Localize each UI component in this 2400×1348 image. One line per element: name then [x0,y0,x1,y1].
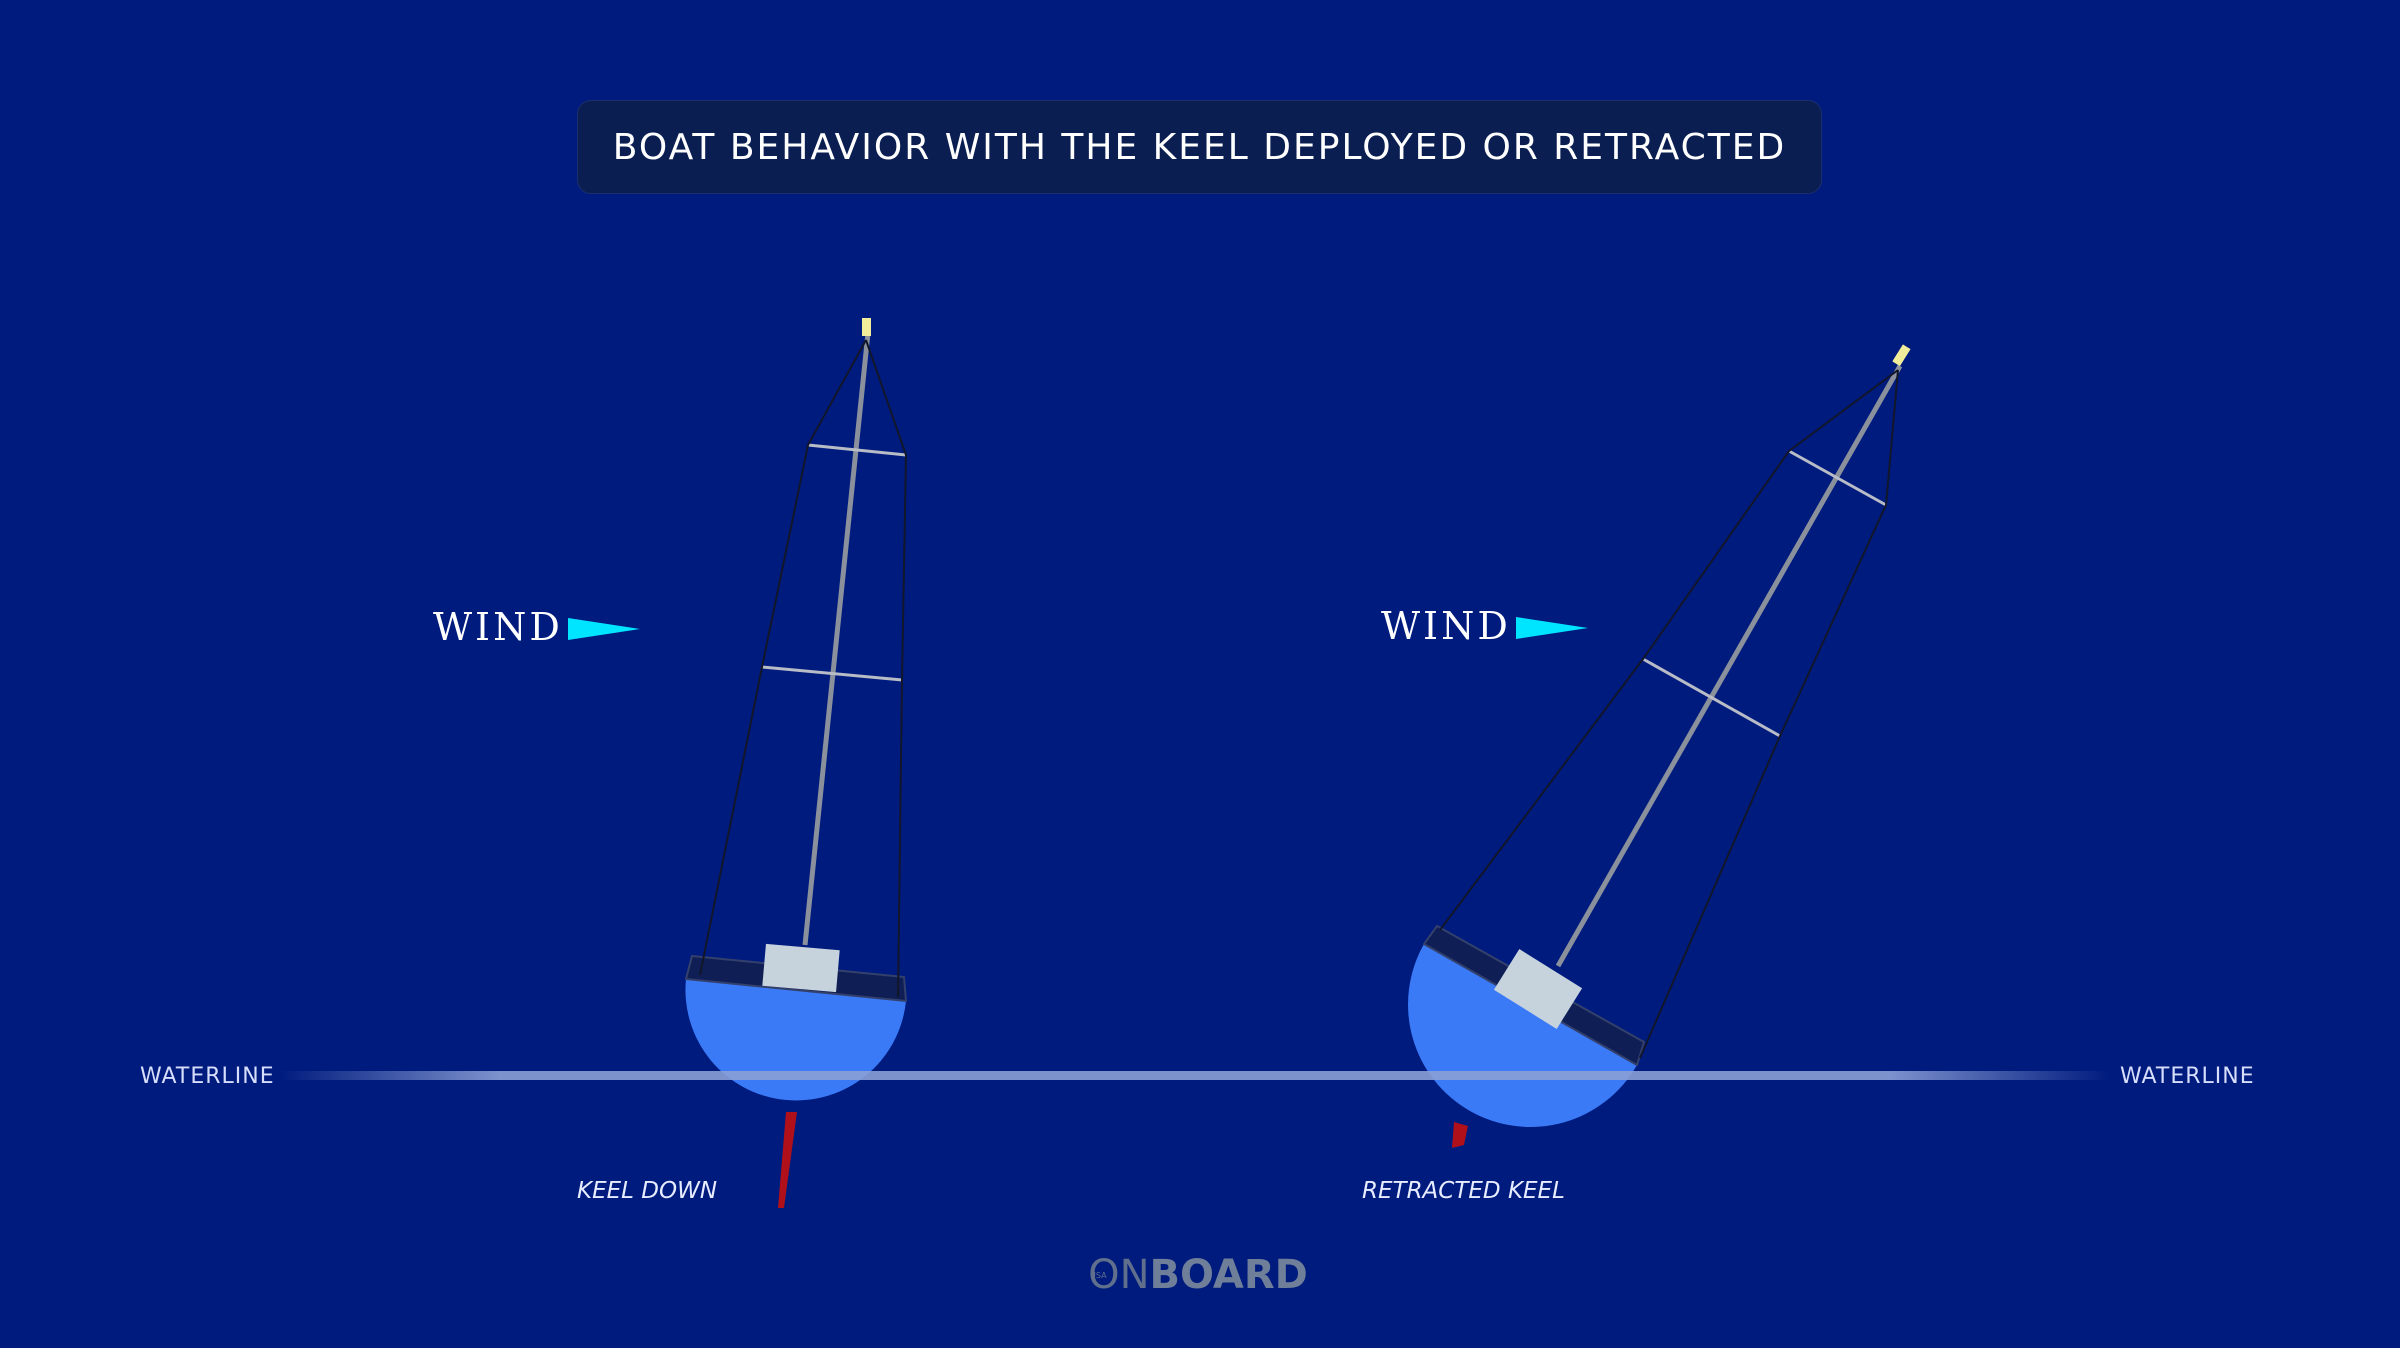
waterline-line [280,1071,2110,1080]
wind-label-left: WIND [433,605,563,649]
boat-keel-down [568,318,908,1208]
logo-on-text: ON [1088,1252,1150,1298]
waterline-label-right: WATERLINE [2120,1064,2255,1089]
boat-retracted-keel [1408,344,1911,1148]
cabin [762,943,840,993]
masthead-light [1892,344,1911,367]
title-banner: BOAT BEHAVIOR WITH THE KEEL DEPLOYED OR … [577,100,1822,194]
upper-spreader [807,443,907,457]
mast [802,332,871,946]
lower-spreader [761,665,903,682]
waterline-label-left: WATERLINE [140,1064,275,1089]
logo-board-text: BOARD [1149,1252,1308,1298]
keel-down-label: KEEL DOWN [577,1178,718,1204]
hull [685,979,906,1101]
wind-arrow [1516,617,1588,639]
hull [1408,944,1637,1127]
lower-spreader [1642,657,1781,738]
keel-deployed [778,1112,797,1208]
cabin [1493,949,1583,1029]
port-shroud [1439,369,1899,931]
masthead-light [862,318,871,336]
mast [1555,364,1903,968]
page-title: BOAT BEHAVIOR WITH THE KEEL DEPLOYED OR … [612,126,1787,168]
retracted-keel-label: RETRACTED KEEL [1362,1178,1565,1204]
wind-arrow [568,618,640,640]
upper-spreader [1788,449,1887,507]
wind-label-right: WIND [1381,604,1511,648]
port-shroud [699,339,867,976]
logo-usa-text: USA [1090,1271,1107,1280]
starboard-shroud [865,339,908,998]
starboard-shroud [1639,369,1899,1059]
keel-retracted [1452,1122,1468,1148]
